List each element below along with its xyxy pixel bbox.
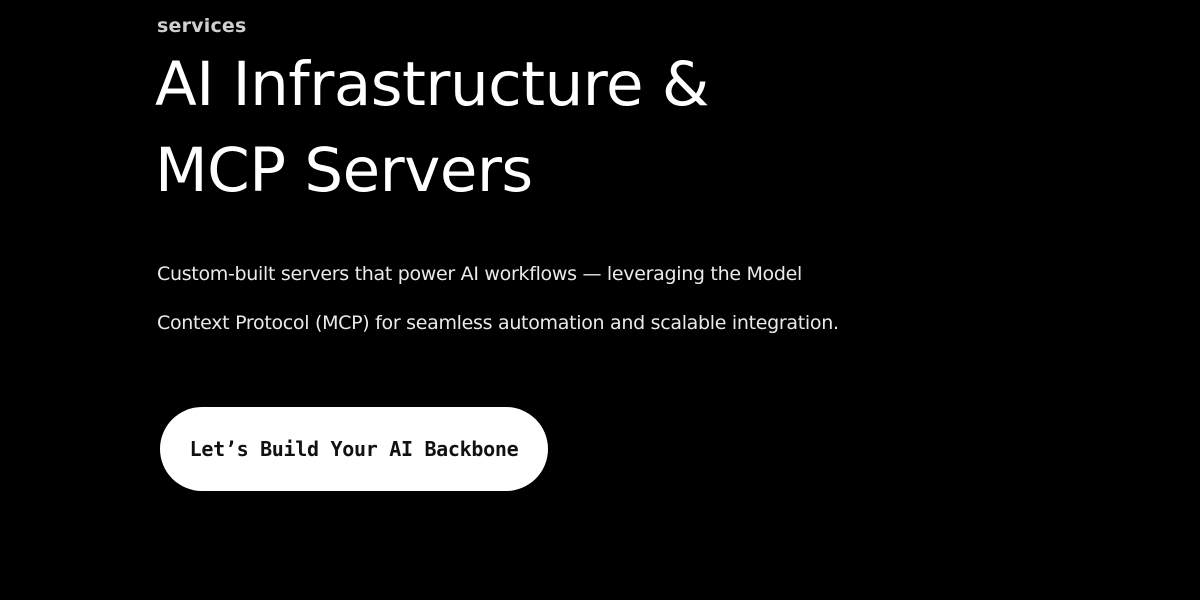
page-title: AI Infrastructure & MCP Servers <box>155 42 709 214</box>
page-title-line-2: MCP Servers <box>155 135 533 206</box>
build-ai-backbone-button[interactable]: Let’s Build Your AI Backbone <box>160 407 548 491</box>
section-eyebrow: services <box>157 15 247 37</box>
hero-description-line-1: Custom-built servers that power AI workf… <box>157 263 803 285</box>
hero-description-line-2: Context Protocol (MCP) for seamless auto… <box>157 312 839 334</box>
hero-description: Custom-built servers that power AI workf… <box>157 250 839 348</box>
page-title-line-1: AI Infrastructure & <box>155 49 709 120</box>
